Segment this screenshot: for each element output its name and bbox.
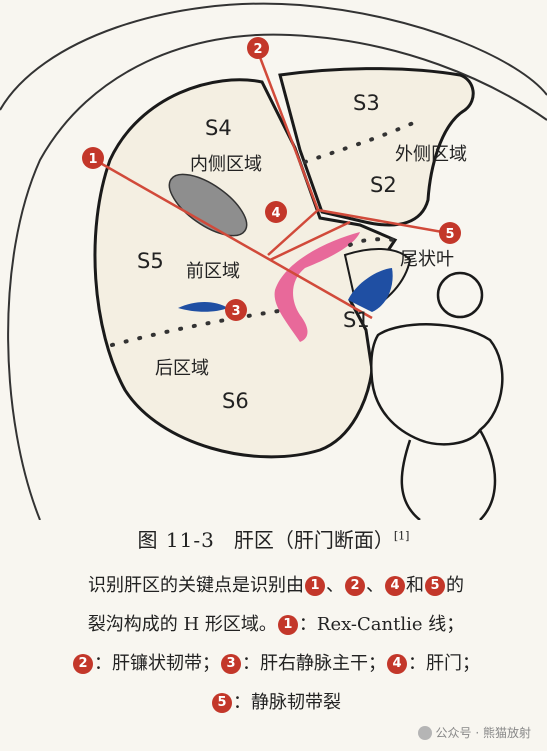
figure-reference: [1] [393,529,410,543]
separator: 、 [366,575,384,596]
wechat-icon [417,725,432,740]
legend-rex-cantlie: ：Rex-Cantlie 线； [298,614,465,635]
figure-title: 肝区（肝门断面） [233,528,394,552]
right-hepatic-vein [178,302,228,312]
description-text: 的 [446,575,464,596]
body-wall-outer [0,2,547,111]
segment-s5: S5 [137,249,164,273]
marker-5: 5 [439,222,461,244]
figure-caption: 图 11-3 肝区（肝门断面）[1] [0,524,547,553]
marker-ref-1: 1 [305,576,325,596]
description-line-4: 5：静脉韧带裂 [20,683,532,722]
figure-number: 图 11-3 [137,528,215,552]
description-text: 识别肝区的关键点是识别由 [88,575,304,596]
segment-s6: S6 [222,389,249,413]
legend-falciform: ：肝镰状韧带； [94,653,220,674]
portal-vein [274,232,360,342]
dotted-line-lower [110,308,287,347]
description-text: 裂沟构成的 H 形区域。 [87,614,277,635]
description-line-3: 2：肝镰状韧带；3：肝右静脉主干；4：肝门； [20,644,532,683]
marker-ref-2: 2 [345,576,365,596]
gallbladder [168,173,248,237]
body-wall-inner [7,33,547,520]
ivc [348,268,393,312]
segment-s3: S3 [353,91,380,115]
marker-ref-5: 5 [425,576,445,596]
liver-zone-diagram: 1 2 3 4 5 S4 S3 S2 S5 S1 S6 内侧区域 外侧区域 前区… [0,2,547,520]
legend-venosum: ：静脉韧带裂 [233,692,341,713]
dotted-line-upper [303,118,422,164]
separator: 、 [326,575,344,596]
legend-right-hepatic-vein: ：肝右静脉主干； [242,653,386,674]
marker-ref-1b: 1 [277,615,298,635]
segment-s4: S4 [205,116,232,140]
zone-caudate: 尾状叶 [400,249,454,270]
separator: 和 [406,575,424,596]
liver-left-lobe [278,67,475,227]
marker-2: 2 [247,37,269,59]
segment-s2: S2 [370,173,397,197]
watermark-text: 公众号 · 熊猫放射 [435,726,531,740]
vertebra [370,323,504,446]
h-fissure-lines [94,51,449,320]
marker-4: 4 [265,201,287,223]
svg-text:1: 1 [88,152,97,167]
marker-ref-2b: 2 [73,654,93,674]
marker-3: 3 [225,299,247,321]
marker-ref-4b: 4 [387,654,407,674]
legend-hilum: ：肝门； [408,653,480,674]
zone-anterior: 前区域 [186,261,240,282]
svg-text:4: 4 [271,206,280,221]
svg-text:3: 3 [231,304,240,319]
marker-ref-5b: 5 [212,693,232,713]
liver-right-lobe [93,78,398,459]
watermark: 公众号 · 熊猫放射 [417,724,531,741]
spinal-canal [400,429,497,520]
zone-lateral: 外侧区域 [395,144,467,165]
svg-text:5: 5 [445,227,454,242]
zone-posterior: 后区域 [155,358,209,379]
svg-text:2: 2 [253,42,262,57]
dotted-line-caudate [348,237,397,247]
zone-medial: 内侧区域 [190,154,262,175]
marker-1: 1 [82,147,104,169]
marker-ref-4: 4 [385,576,405,596]
aorta [436,271,484,319]
marker-ref-3: 3 [221,654,241,674]
segment-s1: S1 [343,308,370,332]
description-line-2: 裂沟构成的 H 形区域。1：Rex-Cantlie 线； [20,605,532,644]
